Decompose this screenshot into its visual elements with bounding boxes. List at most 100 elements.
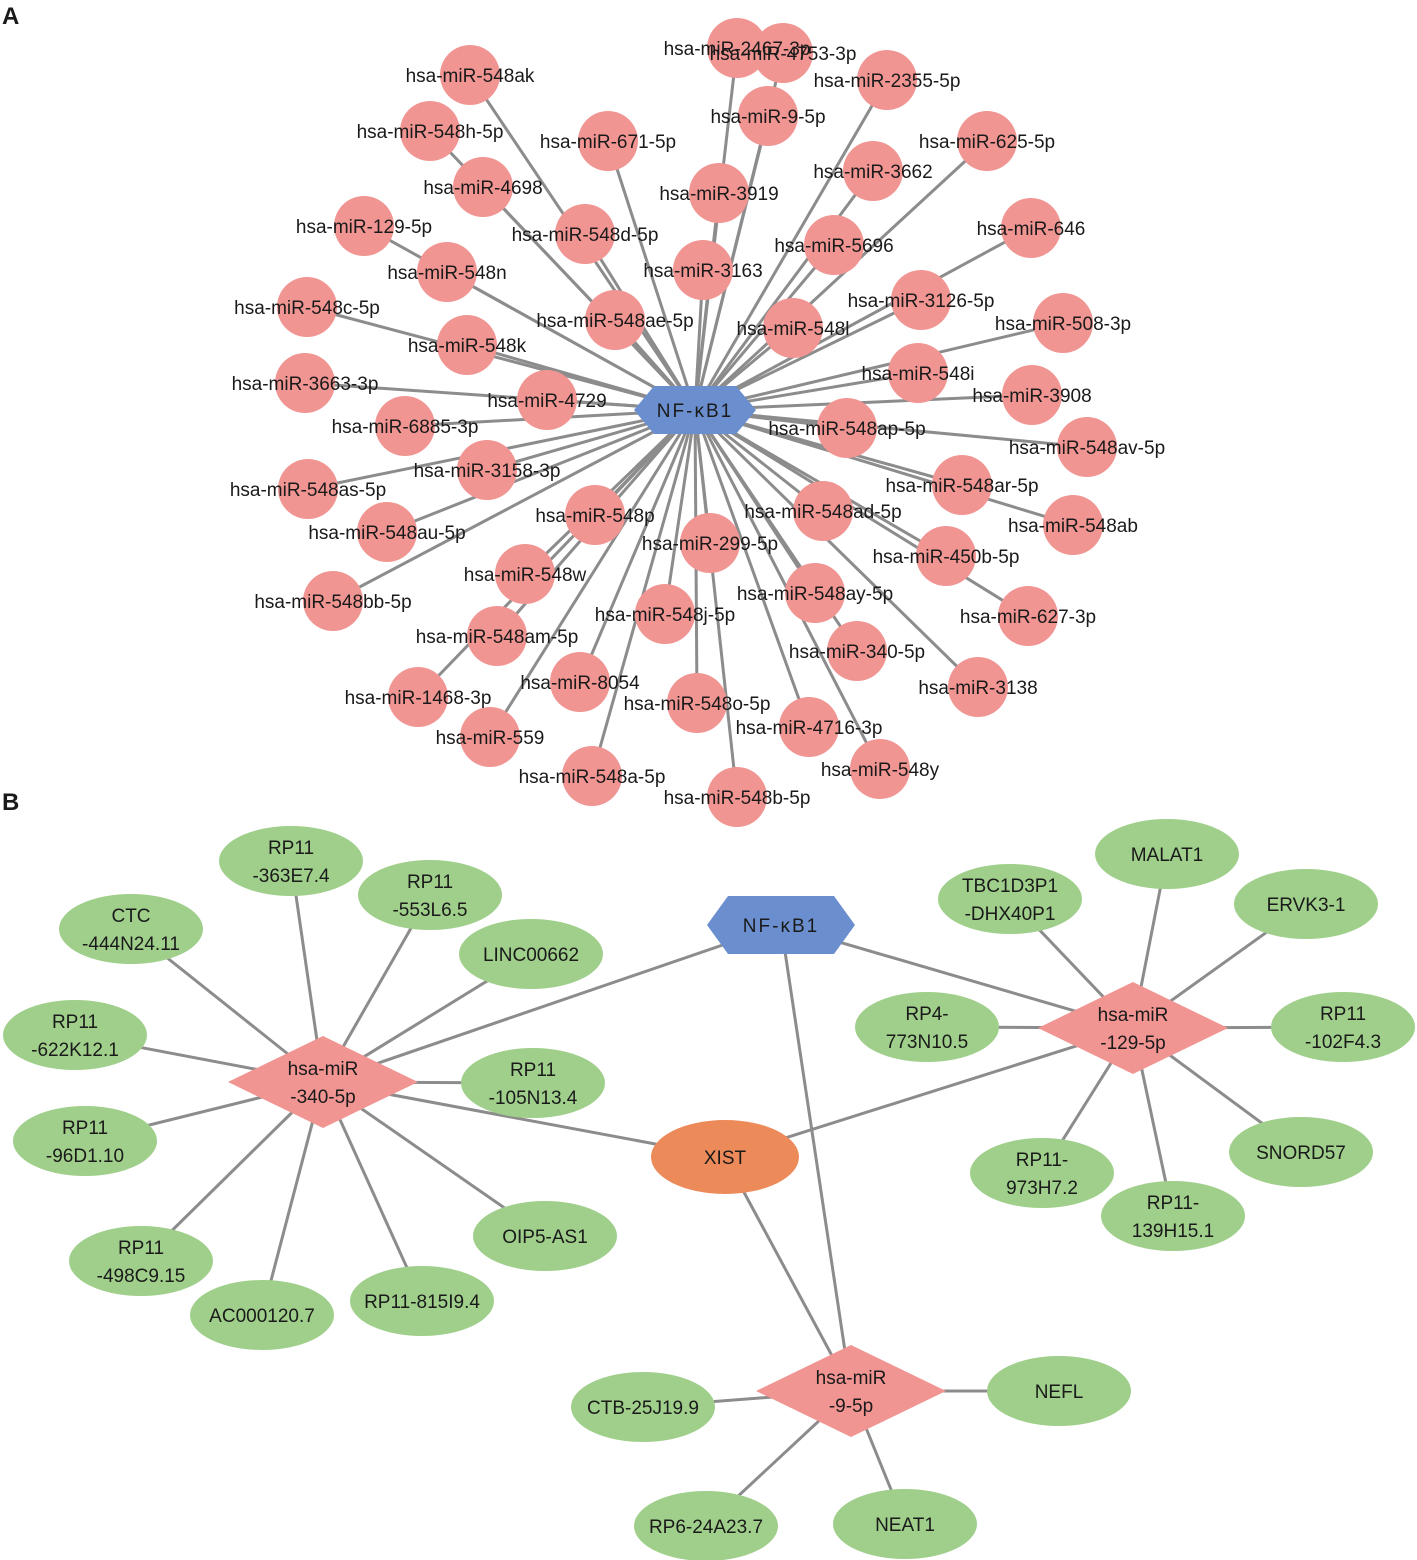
mirna-label-hsa-mir-4716-3p: hsa-miR-4716-3p [736,718,883,739]
mirna-node-hsa-mir-548am-5p [467,606,527,666]
lncrna-node-neat1-shape [833,1489,977,1559]
mirna-node-hsa-mir-8054 [550,652,610,712]
mirna-node-hsa-mir-340-5p [827,621,887,681]
edge-nfkb1-hsa-mir-625-5p [693,139,989,412]
lncrna-node-snord57-shape [1229,1117,1373,1187]
lncrna-node-linc00662: LINC00662 [459,919,603,989]
lncrna-node-ervk3-1-shape [1234,869,1378,939]
mirna-label-hsa-mir-3663-3p: hsa-miR-3663-3p [232,374,379,395]
mirna-node-hsa-mir-4729 [517,370,577,430]
lncrna-node-nefl-label: NEFL [1035,1382,1084,1403]
mirna-node-hsa-mir-2355-5p [857,50,917,110]
lncrna-node-rp11-363e7-4-label-line-1: RP11 [268,838,314,859]
mirna-node-hsa-mir-3163 [673,240,733,300]
mirna-node-hsa-mir-559 [460,707,520,767]
lncrna-node-rp11-139h15-1-label-line-2: 139H15.1 [1132,1221,1214,1242]
lncrna-node-rp11-105n13-4-label-line-1: RP11 [510,1060,556,1081]
lncrna-node-rp11-973h7-2-label-line-2: 973H7.2 [1006,1178,1078,1199]
edge-nfkb1-hsa-mir-548bb-5p [332,408,696,603]
mirna-label-hsa-mir-3919: hsa-miR-3919 [659,184,778,205]
mirna-node-hsa-mir-548p [565,485,625,545]
mirna-node-hsa-mir-3919 [689,163,749,223]
mirna-label-hsa-mir-450b-5p: hsa-miR-450b-5p [873,547,1020,568]
mirna-label-hsa-mir-3158-3p: hsa-miR-3158-3p [414,461,561,482]
xist-node-shape [651,1120,799,1194]
mirna-node-hsa-mir-5696 [804,215,864,275]
edge-nfkb1-hsa-mir-4698 [481,185,697,412]
panel-b-hub-node: NF-κB1 [707,896,855,954]
mirna-label-hsa-mir-3126-5p: hsa-miR-3126-5p [848,291,995,312]
mirna-node-hsa-mir-9-5p-label-line-1: hsa-miR [816,1368,887,1389]
mirna-node-hsa-mir-548l [763,298,823,358]
lncrna-node-ctc-444n24-11-label-line-1: CTC [111,906,150,927]
lncrna-node-ctc-444n24-11-shape [59,894,203,964]
mirna-node-hsa-mir-548o-5p [667,673,727,733]
edge-nfkb1-hsa-mir-548av-5p [694,408,1088,449]
lncrna-node-rp6-24a23-7-shape [634,1491,778,1560]
mirna-node-hsa-mir-3663-3p [275,353,335,413]
mirna-label-hsa-mir-3138: hsa-miR-3138 [918,678,1037,699]
mirna-label-hsa-mir-548au-5p: hsa-miR-548au-5p [308,523,465,544]
lncrna-node-ctc-444n24-11: CTC -444N24.11 [59,894,203,964]
lncrna-node-rp11-815i9-4: RP11-815I9.4 [350,1266,494,1336]
mirna-label-hsa-mir-9-5p: hsa-miR-9-5p [710,107,825,128]
mirna-node-hsa-mir-548c-5p [277,277,337,337]
mirna-label-hsa-mir-548h-5p: hsa-miR-548h-5p [357,122,504,143]
mirna-node-hsa-mir-548w [495,544,555,604]
mirna-node-hsa-mir-548ad-5p [793,481,853,541]
lncrna-node-rp11-139h15-1-shape [1101,1181,1245,1251]
mirna-node-hsa-mir-3908 [1002,365,1062,425]
lncrna-node-ac000120-7-label: AC000120.7 [209,1306,315,1327]
lncrna-node-malat1: MALAT1 [1095,819,1239,889]
mirna-node-hsa-mir-340-5p-shape [228,1036,418,1128]
mirna-node-hsa-mir-548j-5p [635,584,695,644]
mirna-label-hsa-mir-548d-5p: hsa-miR-548d-5p [512,225,659,246]
lncrna-node-tbc1d3p1-dhx40p1-label-line-2: -DHX40P1 [965,904,1056,925]
lncrna-node-rp11-102f4-3-label-line-2: -102F4.3 [1305,1032,1381,1053]
lncrna-node-tbc1d3p1-dhx40p1-shape [938,864,1082,934]
mirna-node-hsa-mir-548bb-5p [303,571,363,631]
lncrna-node-rp11-498c9-15-label-line-1: RP11 [118,1238,164,1259]
lncrna-node-snord57-label: SNORD57 [1256,1143,1346,1164]
mirna-node-hsa-mir-1468-3p [388,667,448,727]
lncrna-node-rp6-24a23-7: RP6-24A23.7 [634,1491,778,1560]
lncrna-node-ac000120-7-shape [190,1280,334,1350]
lncrna-node-rp11-363e7-4-shape [219,826,363,896]
mirna-label-hsa-mir-548ap-5p: hsa-miR-548ap-5p [768,419,925,440]
mirna-node-hsa-mir-129-5p-shape [1038,982,1228,1074]
mirna-label-hsa-mir-3163: hsa-miR-3163 [643,261,762,282]
mirna-label-hsa-mir-548bb-5p: hsa-miR-548bb-5p [254,592,411,613]
lncrna-node-rp4-773n10-5-label-line-1: RP4- [905,1004,948,1025]
mirna-label-hsa-mir-548ak: hsa-miR-548ak [406,66,535,87]
lncrna-node-ctc-444n24-11-label-line-2: -444N24.11 [82,934,180,955]
lncrna-node-rp4-773n10-5: RP4-773N10.5 [855,992,999,1062]
mirna-node-hsa-mir-671-5p [578,111,638,171]
lncrna-node-rp11-553l6-5-label-line-2: -553L6.5 [392,900,467,921]
mirna-label-hsa-mir-548ab: hsa-miR-548ab [1008,516,1138,537]
mirna-label-hsa-mir-548ae-5p: hsa-miR-548ae-5p [536,311,693,332]
mirna-node-hsa-mir-4716-3p [779,697,839,757]
lncrna-node-ac000120-7: AC000120.7 [190,1280,334,1350]
panel-a-letter: A [2,3,19,30]
mirna-node-hsa-mir-548ab [1043,495,1103,555]
mirna-label-hsa-mir-548o-5p: hsa-miR-548o-5p [624,694,771,715]
lncrna-node-malat1-shape [1095,819,1239,889]
mirna-node-hsa-mir-299-5p [680,513,740,573]
edge-nfkb1-hsa-mir-4716-3p [693,409,811,728]
mirna-label-hsa-mir-627-3p: hsa-miR-627-3p [960,607,1096,628]
mirna-node-hsa-mir-3138 [948,657,1008,717]
xist-node: XIST [651,1120,799,1194]
lncrna-node-rp11-622k12-1: RP11-622K12.1 [3,1000,147,1070]
mirna-node-hsa-mir-627-3p [998,586,1058,646]
edge-xist-mir-129 [724,1026,1134,1159]
mirna-node-hsa-mir-548au-5p [357,502,417,562]
panel-b-hub-label: NF-κB1 [743,916,819,937]
mirna-node-hsa-mir-340-5p-label-line-2: -340-5p [290,1087,356,1108]
mirna-label-hsa-mir-548c-5p: hsa-miR-548c-5p [234,298,380,319]
lncrna-node-rp11-553l6-5-shape [358,860,502,930]
mirna-label-hsa-mir-129-5p: hsa-miR-129-5p [296,217,432,238]
lncrna-node-rp11-622k12-1-label-line-1: RP11 [52,1012,98,1033]
lncrna-node-rp11-105n13-4: RP11-105N13.4 [461,1048,605,1118]
mirna-node-hsa-mir-4698 [453,157,513,217]
